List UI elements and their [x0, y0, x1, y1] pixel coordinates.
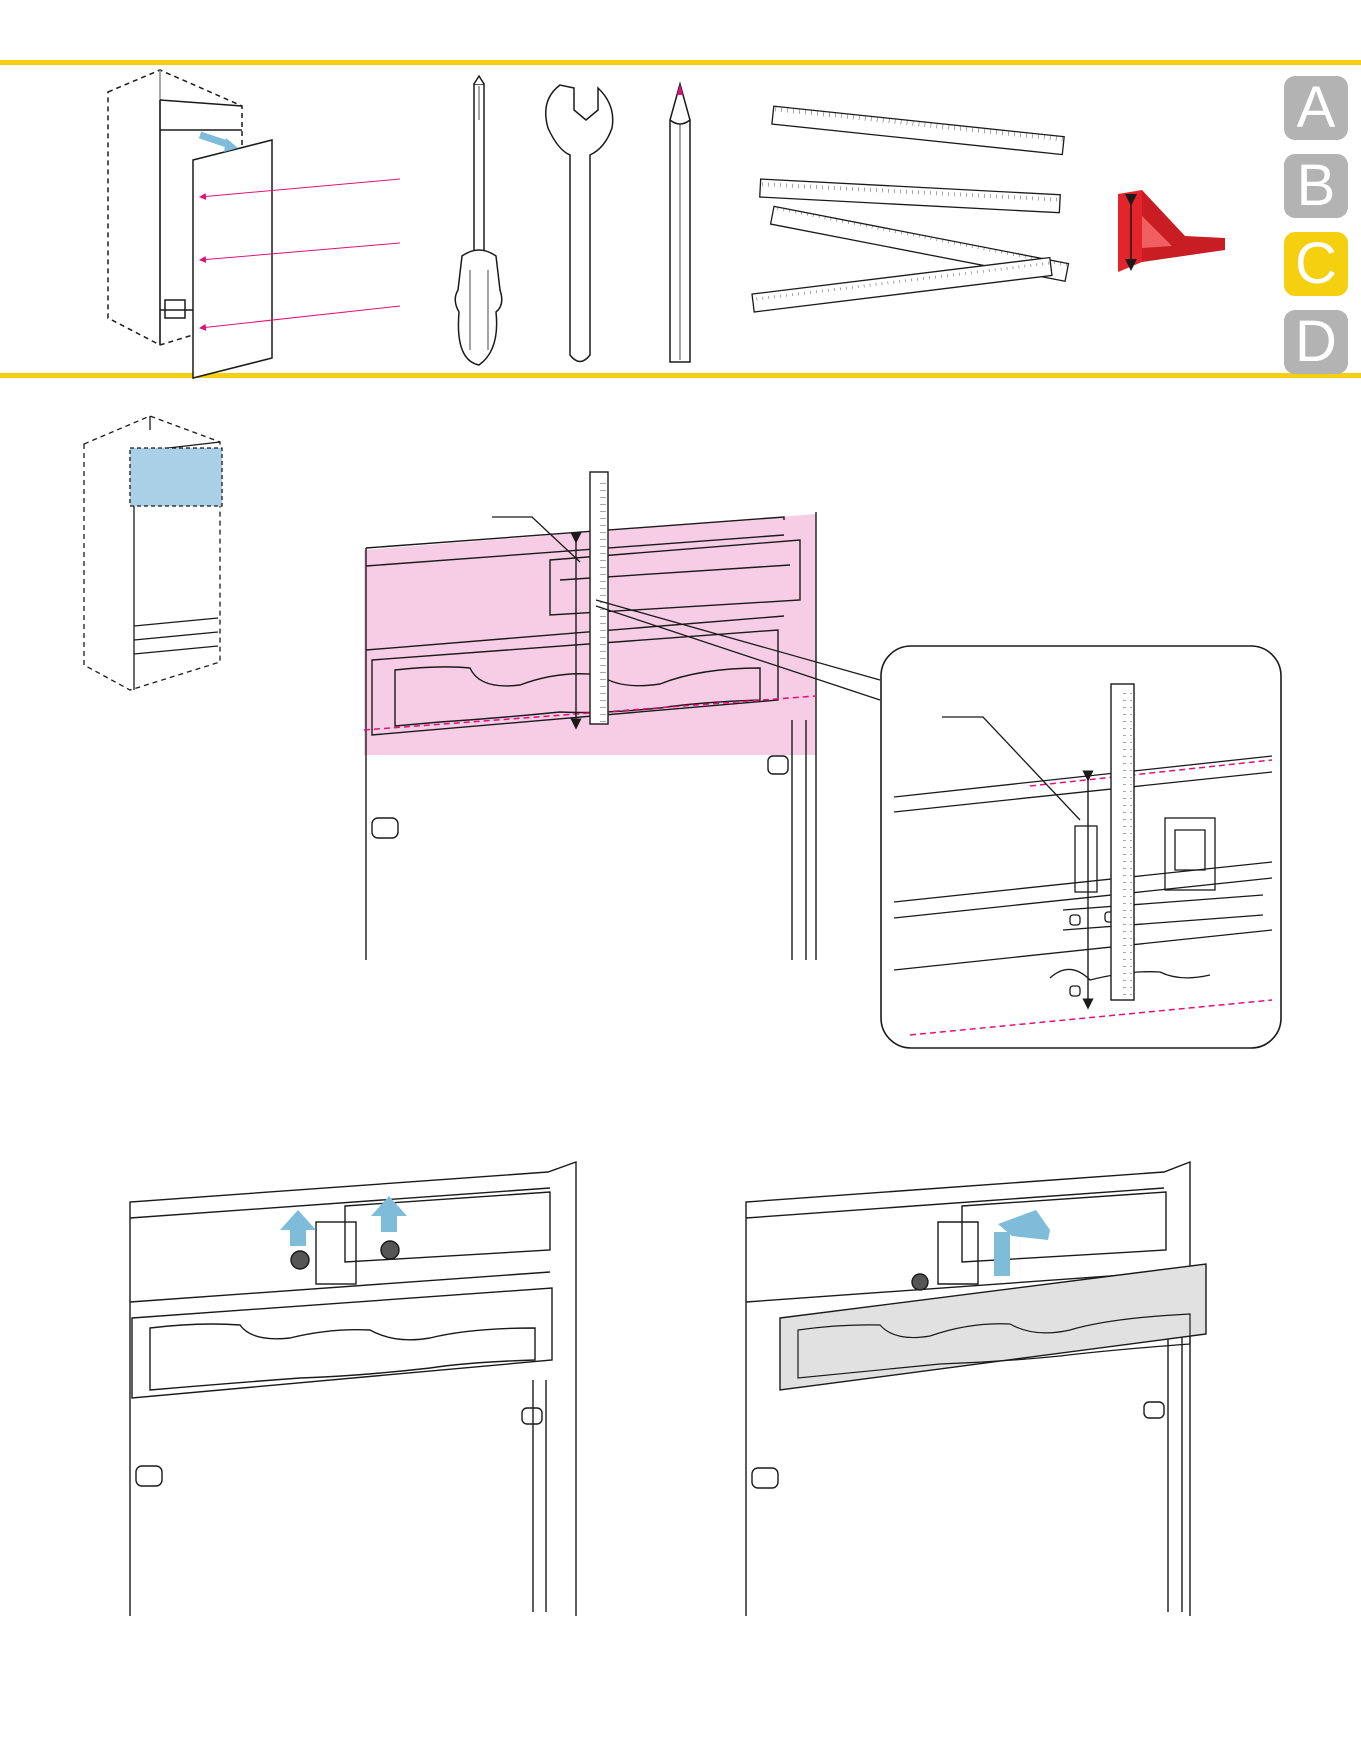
- set-square-icon: [1118, 190, 1225, 272]
- pencil-icon: [670, 84, 690, 362]
- measure-height-main: [364, 472, 880, 960]
- step-letter-d[interactable]: D: [1284, 310, 1348, 374]
- step-letter-b[interactable]: B: [1284, 154, 1348, 218]
- raise-bracket-arrows: [130, 1162, 576, 1616]
- folding-rule-icon: [752, 106, 1068, 312]
- top-rule: [0, 60, 1361, 65]
- appliance-top-highlight: [84, 416, 222, 690]
- torx-screwdriver-icon: [455, 76, 502, 365]
- step-letter-c[interactable]: C: [1284, 232, 1348, 296]
- measure-height-detail: [881, 646, 1281, 1048]
- step-letter-nav: A B C D: [1284, 76, 1348, 388]
- remove-mounting-plate: [746, 1162, 1206, 1616]
- appliance-with-front-panel: [108, 70, 400, 378]
- open-end-wrench-icon: [546, 85, 613, 362]
- step-letter-a[interactable]: A: [1284, 76, 1348, 140]
